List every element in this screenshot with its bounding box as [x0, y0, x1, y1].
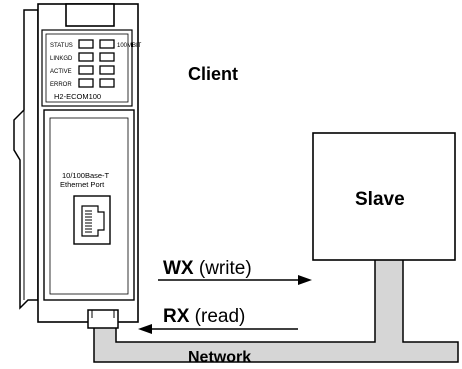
slave-device: [312, 132, 456, 261]
read-key: RX: [163, 306, 190, 327]
led-linkgd: [78, 52, 94, 62]
network-label: Network: [188, 349, 251, 366]
led-label-linkgd: LINKGD: [50, 56, 73, 62]
read-text: (read): [189, 306, 245, 327]
ethernet-port: [73, 195, 111, 245]
led-label-active: ACTIVE: [50, 69, 72, 75]
network-connector: [87, 309, 119, 329]
slave-label: Slave: [355, 189, 405, 210]
port-label-line2: Ethernet Port: [60, 180, 105, 189]
led-label-error: ERROR: [50, 82, 72, 88]
led-error: [78, 78, 94, 88]
module-model: H2-ECOM100: [54, 92, 101, 101]
write-label: WX (write): [163, 258, 252, 279]
led-status: [78, 39, 94, 49]
write-text: (write): [194, 258, 252, 279]
client-label: Client: [188, 64, 238, 84]
write-arrow: [158, 275, 312, 285]
port-label-line1: 10/100Base-T: [62, 171, 110, 180]
led-100mbit: [99, 39, 115, 49]
read-label: RX (read): [163, 306, 245, 327]
network-bus: [93, 257, 459, 363]
led-label-100mbit: 100MBIT: [117, 43, 142, 49]
plc-module: STATUS LINKGD ACTIVE ERROR 100MBIT H2-EC…: [13, 3, 142, 329]
write-key: WX: [163, 258, 194, 279]
led-label-status: STATUS: [50, 43, 73, 49]
led-active: [78, 65, 94, 75]
read-arrow: [138, 324, 298, 334]
